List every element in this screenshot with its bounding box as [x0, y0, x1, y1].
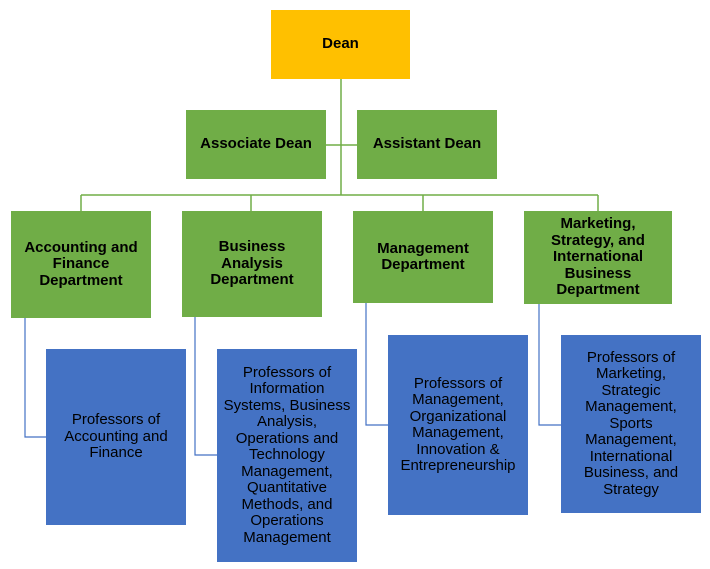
department-box-accounting: Accounting and Finance Department — [11, 211, 151, 318]
associate-dean-label: Associate Dean — [200, 135, 312, 153]
department-box-marketing: Marketing, Strategy, and International B… — [524, 211, 672, 304]
connector-faculty-3 — [365, 303, 388, 426]
faculty-box-business-analysis: Professors of Information Systems, Busin… — [217, 349, 357, 562]
faculty-label: Professors of Information Systems, Busin… — [223, 363, 351, 546]
faculty-label: Professors of Accounting and Finance — [64, 411, 168, 462]
department-label: Accounting and Finance Department — [24, 238, 138, 289]
faculty-box-marketing: Professors of Marketing, Strategic Manag… — [561, 335, 701, 513]
faculty-label: Professors of Marketing, Strategic Manag… — [583, 348, 679, 498]
connector-faculty-1 — [24, 318, 46, 438]
department-label: Business Analysis Department — [210, 238, 294, 289]
department-label: Marketing, Strategy, and International B… — [551, 215, 645, 299]
dean-label: Dean — [322, 35, 359, 53]
department-box-management: Management Department — [353, 211, 493, 303]
department-box-business-analysis: Business Analysis Department — [182, 211, 322, 317]
faculty-box-management: Professors of Management, Organizational… — [388, 335, 528, 515]
associate-dean-box: Associate Dean — [186, 110, 326, 179]
dean-box: Dean — [271, 10, 410, 79]
assistant-dean-label: Assistant Dean — [372, 135, 482, 153]
faculty-box-accounting: Professors of Accounting and Finance — [46, 349, 186, 525]
assistant-dean-box: Assistant Dean — [357, 110, 497, 179]
department-label: Management Department — [377, 239, 469, 273]
faculty-label: Professors of Management, Organizational… — [400, 374, 516, 474]
connector-faculty-4 — [538, 304, 561, 426]
connector-faculty-2 — [194, 317, 217, 456]
